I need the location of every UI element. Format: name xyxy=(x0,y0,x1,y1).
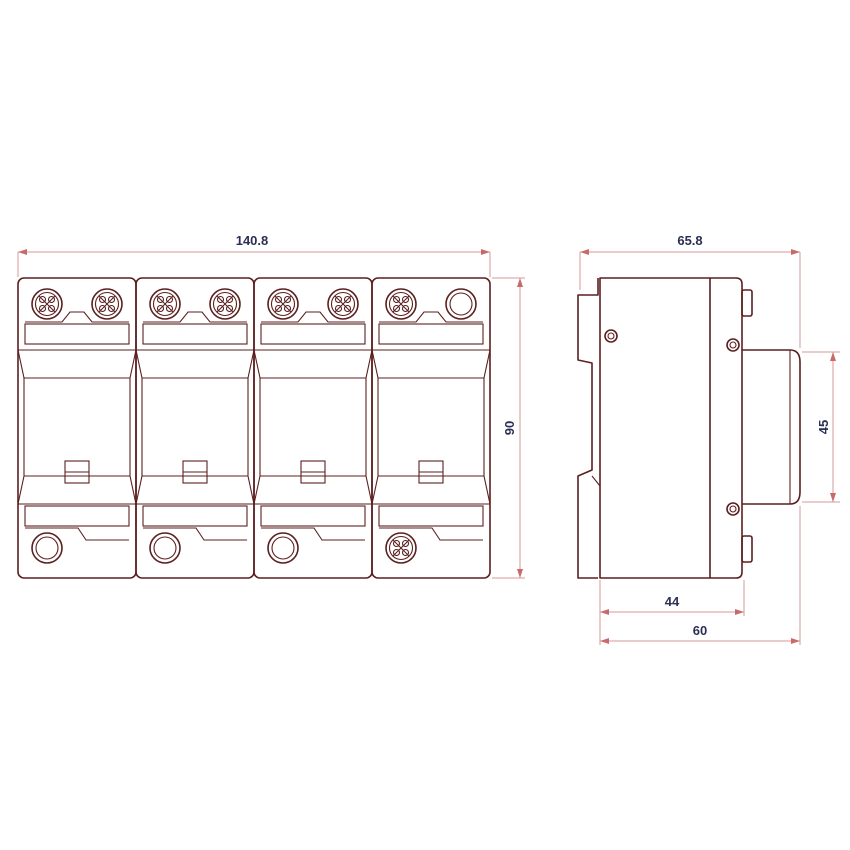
side-depth-inner-label: 44 xyxy=(665,594,680,609)
front-height-dimension: 90 xyxy=(492,277,525,579)
top-left-terminal-screw-icon xyxy=(149,288,181,320)
top-right-terminal-screw-icon xyxy=(327,288,359,320)
top-left-terminal-screw-icon xyxy=(385,288,417,320)
module-3 xyxy=(253,277,373,579)
side-width-dimension: 65.8 xyxy=(579,233,801,348)
bottom-terminal-ring-icon xyxy=(149,532,181,564)
front-width-dimension: 140.8 xyxy=(17,233,491,277)
bottom-terminal-screw-icon xyxy=(385,532,417,564)
top-right-terminal-screw-icon xyxy=(209,288,241,320)
front-width-label: 140.8 xyxy=(236,233,269,248)
side-width-label: 65.8 xyxy=(677,233,702,248)
top-left-terminal-screw-icon xyxy=(31,288,63,320)
module-2 xyxy=(135,277,255,579)
front-height-label: 90 xyxy=(502,421,517,435)
module-4 xyxy=(371,277,491,579)
side-center-height-label: 45 xyxy=(816,420,831,434)
front-view xyxy=(17,277,491,579)
top-right-terminal-ring-icon xyxy=(445,288,477,320)
side-depth-label: 60 xyxy=(693,623,707,638)
top-right-terminal-screw-icon xyxy=(91,288,123,320)
top-left-terminal-screw-icon xyxy=(267,288,299,320)
side-view xyxy=(577,277,801,579)
side-center-height-dimension: 45 xyxy=(802,351,840,503)
side-depth-dimension: 60 xyxy=(600,506,801,645)
bottom-terminal-ring-icon xyxy=(267,532,299,564)
side-depth-inner-dimension: 44 xyxy=(599,580,745,645)
bottom-terminal-ring-icon xyxy=(31,532,63,564)
module-1 xyxy=(17,277,137,579)
